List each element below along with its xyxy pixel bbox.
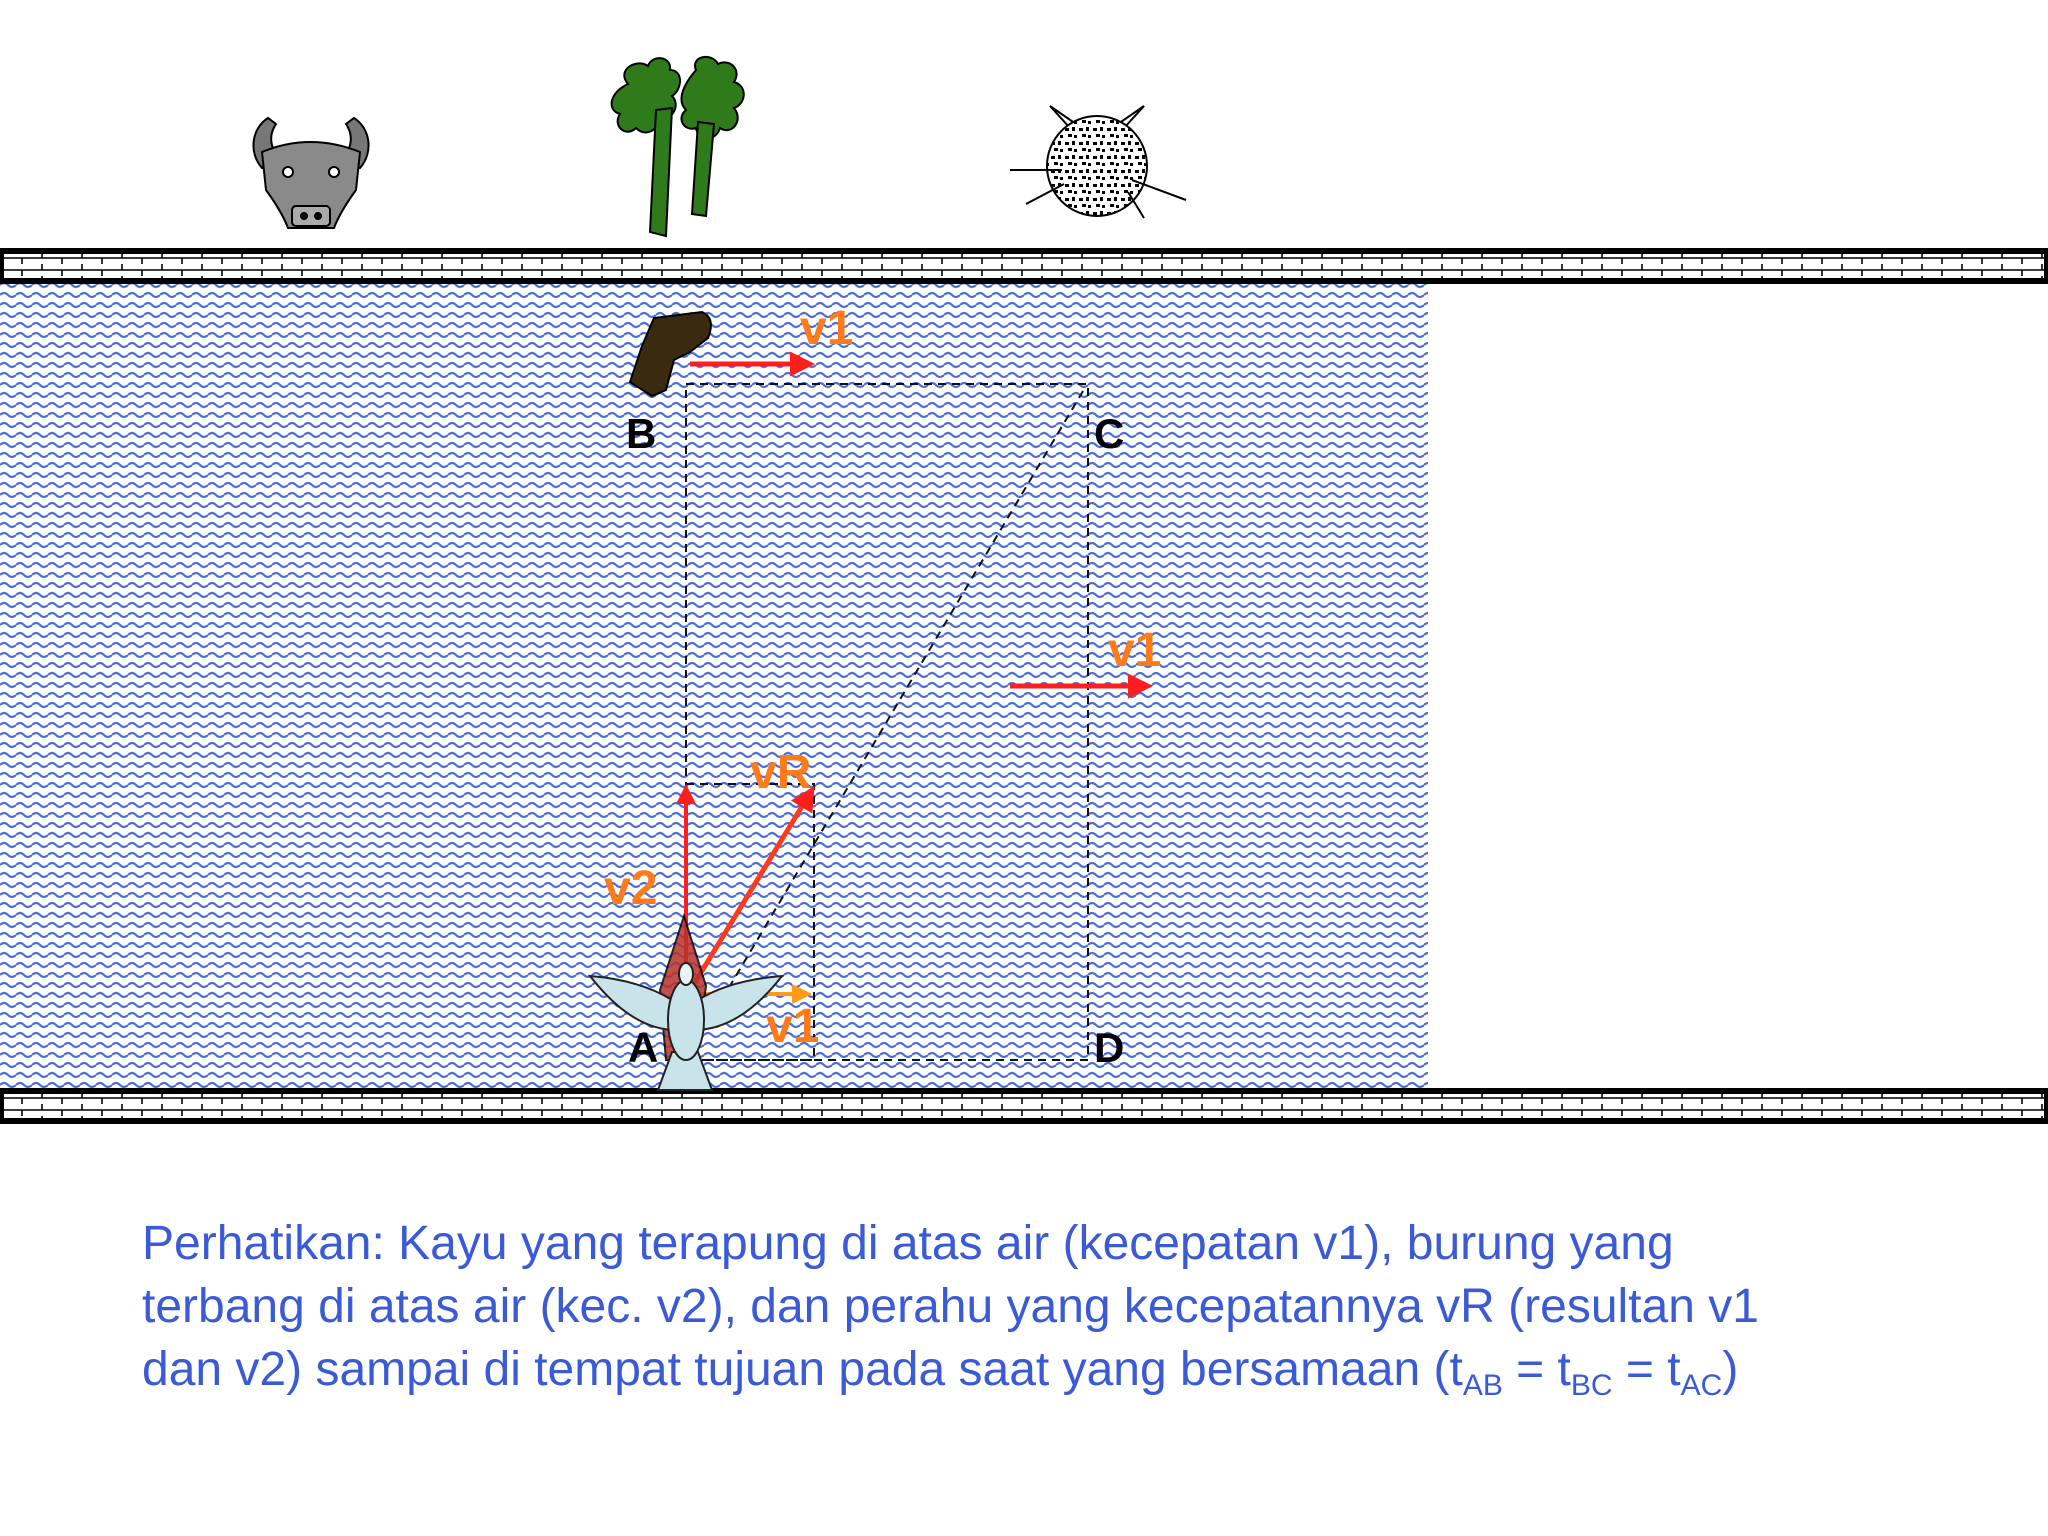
point-label-c: C: [1094, 410, 1124, 457]
diagonal-ac: [685, 385, 1087, 1061]
caption: Perhatikan: Kayu yang terapung di atas a…: [142, 1212, 1902, 1401]
top-bank-wall: [0, 248, 2048, 284]
boat-velocity-label: v1: [766, 1000, 819, 1053]
tree-icon: [610, 55, 745, 238]
subscript-ac: AC: [1680, 1369, 1723, 1402]
cat-icon: [1010, 105, 1187, 219]
caption-line-3: dan v2) sampai di tempat tujuan pada saa…: [142, 1343, 1450, 1396]
formula-t-bc: t: [1557, 1343, 1571, 1396]
river-velocity-label: v1: [1108, 624, 1161, 677]
caption-line-1: Perhatikan: Kayu yang terapung di atas a…: [142, 1217, 1674, 1270]
formula-equals-2: =: [1612, 1343, 1668, 1396]
bird-icon: [587, 962, 785, 1091]
bottom-bank-wall: [0, 1088, 2048, 1124]
bird-velocity-label: v2: [604, 862, 657, 915]
subscript-bc: BC: [1570, 1369, 1613, 1402]
log-velocity-label: v1: [800, 302, 853, 355]
log-icon: [628, 310, 712, 398]
component-rectangle: [685, 783, 815, 1061]
rectangle-bcd: [685, 383, 1089, 1061]
subscript-ab: AB: [1462, 1369, 1503, 1402]
formula-equals-1: =: [1502, 1343, 1558, 1396]
formula-t-ab: t: [1449, 1343, 1463, 1396]
point-label-a: A: [628, 1024, 658, 1071]
formula-t-ac: t: [1667, 1343, 1681, 1396]
resultant-label: vR: [750, 746, 811, 799]
caption-line-2: terbang di atas air (kec. v2), dan perah…: [142, 1280, 1759, 1333]
point-label-d: D: [1094, 1024, 1124, 1071]
resultant-velocity-arrow: [691, 785, 815, 986]
point-label-b: B: [626, 410, 656, 457]
buffalo-icon: [252, 116, 370, 229]
river-water: [0, 282, 1428, 1088]
formula-close-paren: ): [1722, 1343, 1739, 1396]
